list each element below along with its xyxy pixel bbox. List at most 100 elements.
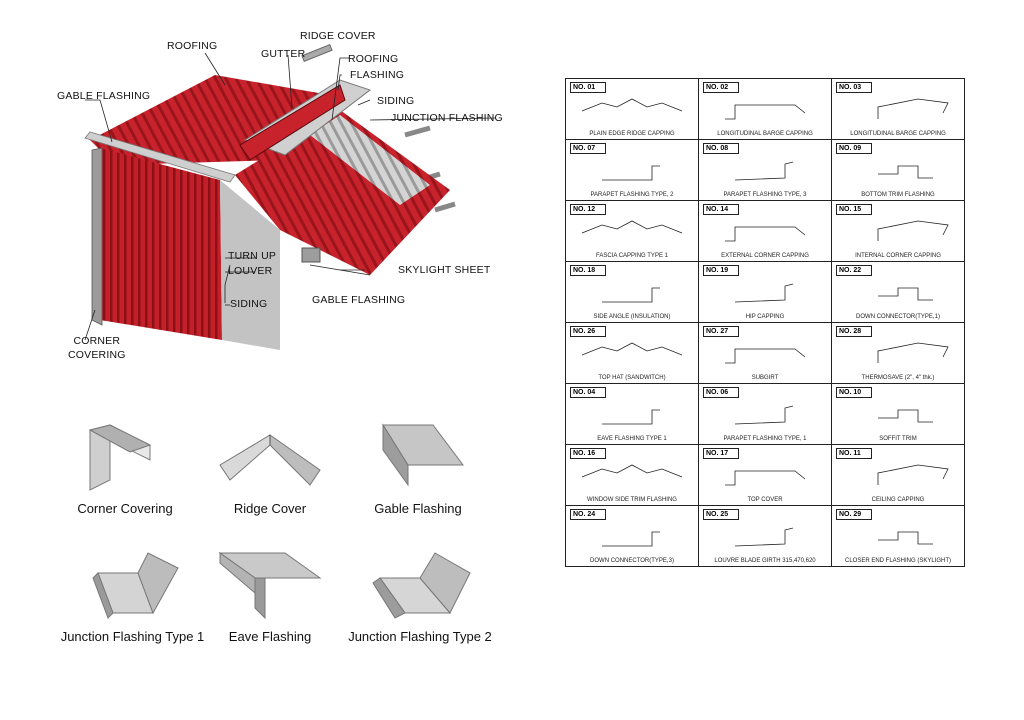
gable-flashing-shape <box>382 423 464 487</box>
profile-name: Gable Flashing <box>374 501 462 516</box>
flashing-profile-figure <box>602 165 660 181</box>
flashing-profile-figure <box>877 464 949 485</box>
flashing-name: CLOSER END FLASHING (SKYLIGHT) <box>844 558 952 564</box>
callout-corner-covering: CORNER COVERING <box>68 335 126 361</box>
flashing-profile-figure <box>581 220 683 234</box>
flashing-profile-figure <box>878 287 933 301</box>
roof-cutaway-diagram <box>84 43 496 350</box>
flashing-name: BOTTOM TRIM FLASHING <box>861 192 935 198</box>
flashing-name: HIP CAPPING <box>745 314 785 320</box>
callout-flashing: FLASHING <box>350 69 405 81</box>
flashing-number: NO. 28 <box>836 326 873 337</box>
flashing-cell: NO. 12 FASCIA CAPPING TYPE 1 <box>565 200 699 262</box>
profile-junction-flashing-2: Junction Flashing Type 2 <box>345 548 495 644</box>
flashing-cell: NO. 02 LONGITUDINAL BARGE CAPPING <box>698 78 832 140</box>
flashing-number: NO. 07 <box>570 143 607 154</box>
flashing-profile-figure <box>877 342 949 363</box>
gable-flashing-piece <box>301 247 321 263</box>
flashing-profile-figure <box>878 409 933 423</box>
flashing-catalogue-table: NO. 01 PLAIN EDGE RIDGE CAPPING NO. 02 LONG… <box>565 78 965 567</box>
flashing-profile-figure <box>602 287 660 303</box>
profile-corner-covering: Corner Covering <box>60 420 190 516</box>
flashing-number: NO. 18 <box>570 265 607 276</box>
flashing-cell: NO. 03 LONGITUDINAL BARGE CAPPING <box>831 78 965 140</box>
flashing-number: NO. 22 <box>836 265 873 276</box>
flashing-name: LONGITUDINAL BARGE CAPPING <box>850 131 946 137</box>
flashing-number: NO. 14 <box>703 204 740 215</box>
callout-gutter: GUTTER <box>261 48 306 60</box>
flashing-name: PLAIN EDGE RIDGE CAPPING <box>589 131 675 137</box>
flashing-profile-figure <box>581 342 683 356</box>
flashing-number: NO. 26 <box>570 326 607 337</box>
flashing-name: INTERNAL CORNER CAPPING <box>855 253 941 259</box>
flashing-number: NO. 02 <box>703 82 740 93</box>
profile-name: Eave Flashing <box>228 629 312 644</box>
flashing-name: LOUVRE BLADE GIRTH 315,470,620 <box>714 558 816 564</box>
profile-name: Junction Flashing Type 2 <box>348 629 492 644</box>
eave-flashing-shape <box>218 552 322 620</box>
callout-siding-right: SIDING <box>377 95 415 107</box>
flashing-number: NO. 03 <box>836 82 873 93</box>
flashing-name: LONGITUDINAL BARGE CAPPING <box>717 131 813 137</box>
flashing-profile-figure <box>878 165 933 179</box>
flashing-profile-figure <box>734 283 794 303</box>
flashing-number: NO. 12 <box>570 204 607 215</box>
table-row: NO. 12 FASCIA CAPPING TYPE 1 NO. 14 EXTERNA… <box>565 200 965 262</box>
flashing-name: SOFFIT TRIM <box>879 436 917 442</box>
flashing-profile-figure <box>877 220 949 241</box>
end-wall <box>220 180 280 350</box>
flashing-cell: NO. 18 SIDE ANGLE (INSULATION) <box>565 261 699 323</box>
profile-name: Junction Flashing Type 1 <box>60 629 205 644</box>
flashing-number: NO. 16 <box>570 448 607 459</box>
flashing-name: EXTERNAL CORNER CAPPING <box>721 253 809 259</box>
flashing-name: PARAPET FLASHING TYPE, 1 <box>723 436 807 442</box>
flashing-profile-figure <box>734 405 794 425</box>
flashing-name: FASCIA CAPPING TYPE 1 <box>596 253 668 259</box>
flashing-profile-figure <box>725 348 806 364</box>
corner-covering-shape <box>88 424 152 491</box>
flashing-cell: NO. 14 EXTERNAL CORNER CAPPING <box>698 200 832 262</box>
flashing-name: PARAPET FLASHING TYPE, 2 <box>590 192 674 198</box>
flashing-cell: NO. 26 TOP HAT (SANDWITCH) <box>565 322 699 384</box>
profile-junction-flashing-1: Junction Flashing Type 1 <box>55 548 210 644</box>
callout-siding-bottom: SIDING <box>230 298 268 310</box>
callout-roofing-top: ROOFING <box>167 40 218 52</box>
flashing-cell: NO. 01 PLAIN EDGE RIDGE CAPPING <box>565 78 699 140</box>
flashing-profile-figure <box>602 531 660 547</box>
profile-name: Corner Covering <box>77 501 173 516</box>
flashing-profile-figure <box>725 104 806 120</box>
callout-roofing-right: ROOFING <box>348 53 399 65</box>
flashing-profile-figure <box>725 226 806 242</box>
corner-covering-strip <box>91 147 103 326</box>
ridge-cover-shape <box>219 434 321 486</box>
callout-gable-flashing-bottom: GABLE FLASHING <box>312 294 406 306</box>
leader-lines <box>84 52 496 341</box>
flashing-number: NO. 11 <box>836 448 872 459</box>
flashing-name: SIDE ANGLE (INSULATION) <box>593 314 671 320</box>
flashing-number: NO. 01 <box>570 82 607 93</box>
flashing-number: NO. 27 <box>703 326 740 337</box>
callout-louver: LOUVER <box>228 265 273 277</box>
callout-turn-up: TURN UP <box>228 250 277 262</box>
flashing-name: PARAPET FLASHING TYPE, 3 <box>723 192 807 198</box>
flashing-number: NO. 09 <box>836 143 873 154</box>
flashing-name: TOP HAT (SANDWITCH) <box>598 375 666 381</box>
flashing-cell: NO. 07 PARAPET FLASHING TYPE, 2 <box>565 139 699 201</box>
flashing-profile-figure <box>878 531 933 545</box>
callout-ridge-cover: RIDGE COVER <box>300 30 376 42</box>
callout-gable-flashing-top: GABLE FLASHING <box>57 90 151 102</box>
junction-flashing-1-shape <box>91 552 179 619</box>
flashing-number: NO. 29 <box>836 509 873 520</box>
flashing-number: NO. 04 <box>570 387 607 398</box>
